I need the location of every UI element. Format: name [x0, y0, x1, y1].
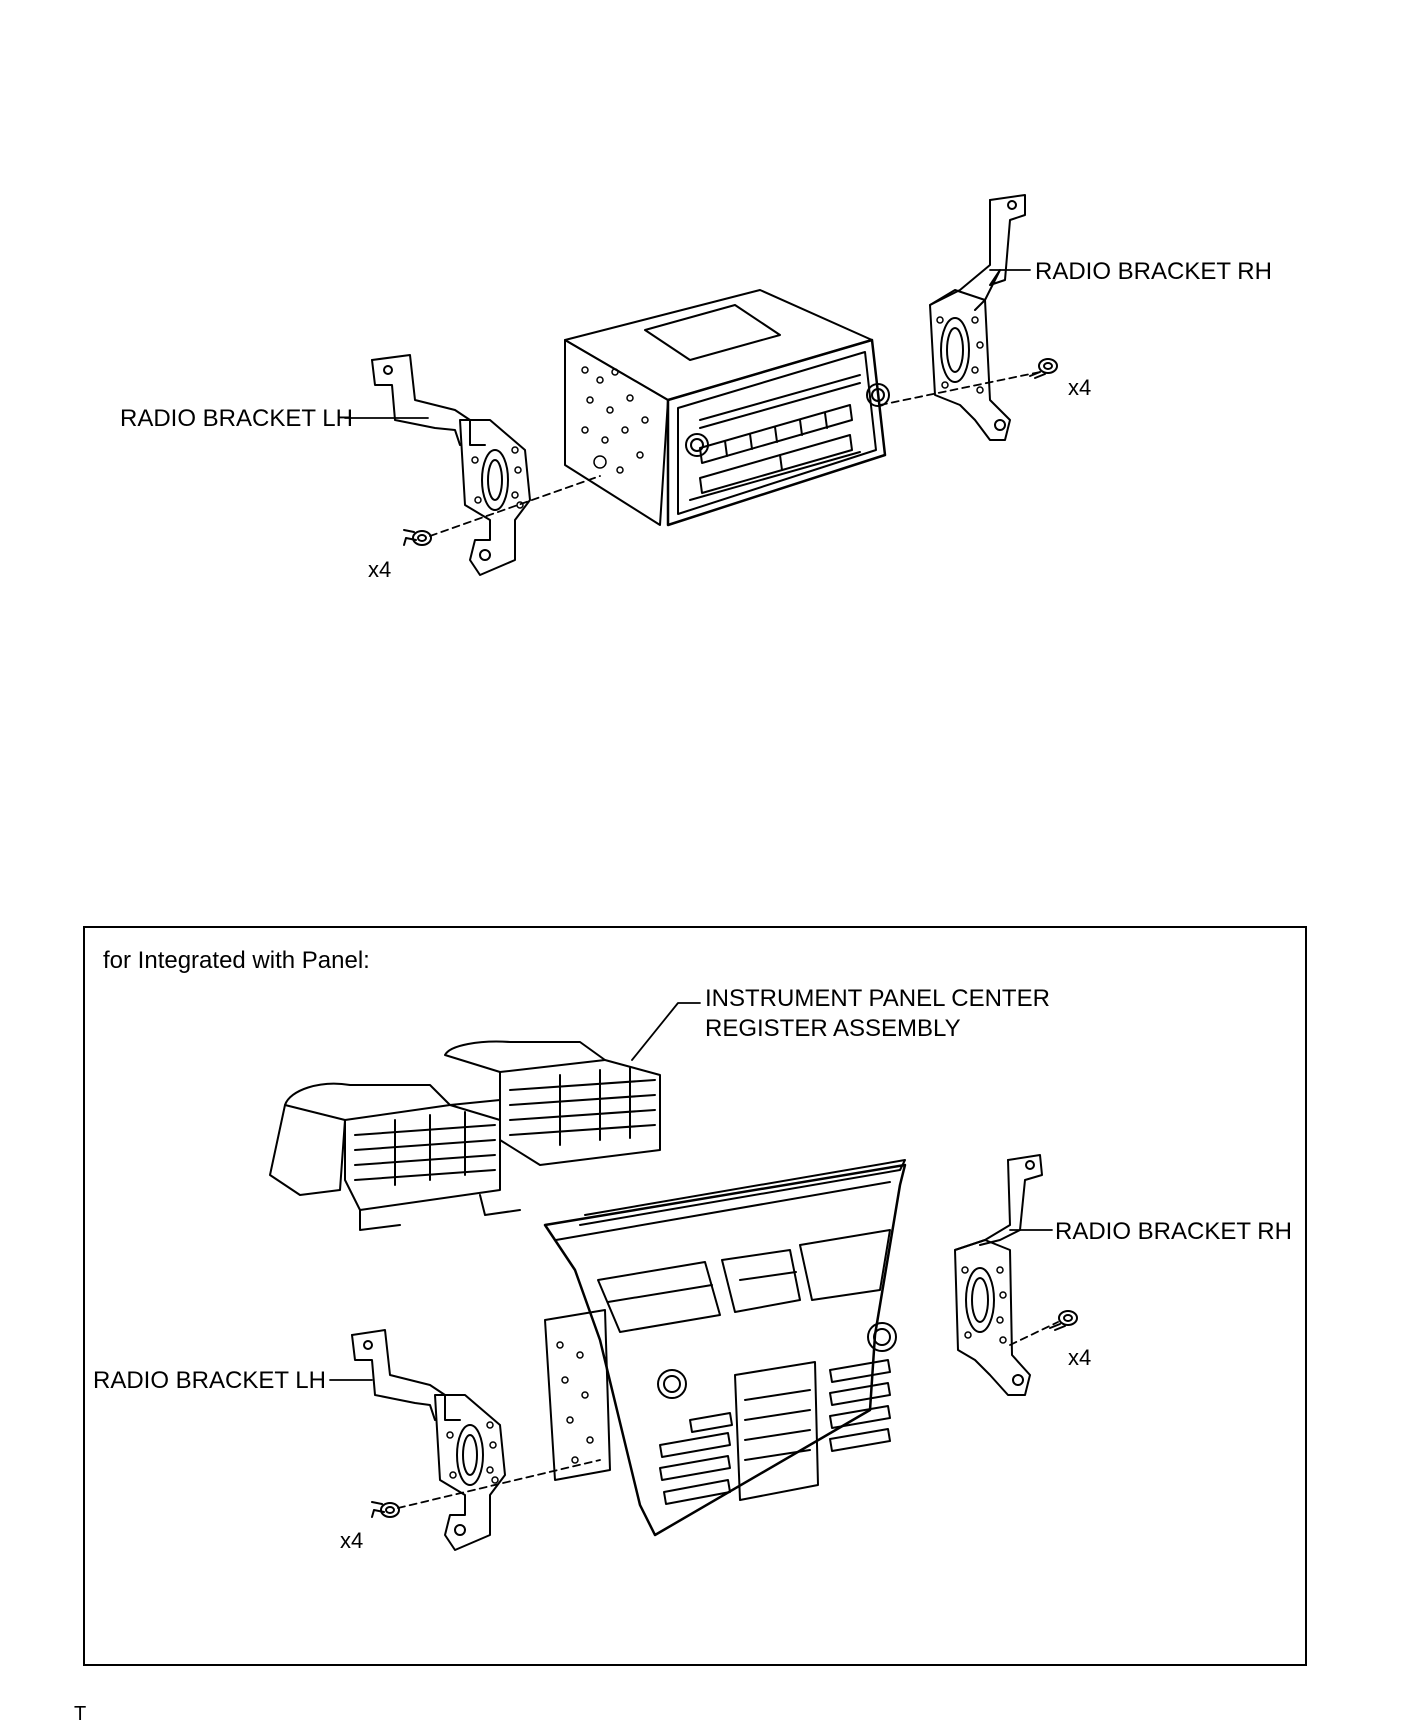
- screw-rh-top: [1029, 358, 1058, 379]
- screw-lh-top: [403, 529, 432, 546]
- leader-lines-panel: [329, 1002, 1053, 1381]
- label-radio-bracket-lh: RADIO BRACKET LH: [120, 405, 353, 432]
- leader-lines-top: [344, 269, 1031, 419]
- integrated-face-panel: [543, 1159, 907, 1537]
- integrated-panel-frame: [83, 926, 1307, 1666]
- screw-rh-panel: [1049, 1310, 1078, 1331]
- panel-radio-bracket-lh: [351, 1329, 506, 1551]
- label-register-line1: INSTRUMENT PANEL CENTER: [705, 985, 1050, 1012]
- center-register-assembly: [269, 1040, 661, 1231]
- panel-label-radio-bracket-rh: RADIO BRACKET RH: [1055, 1218, 1292, 1245]
- panel-label-radio-bracket-lh: RADIO BRACKET LH: [93, 1367, 326, 1394]
- panel-radio-bracket-rh: [954, 1154, 1043, 1396]
- label-qty-rh: x4: [1068, 375, 1092, 400]
- assembly-lines-top: [429, 371, 1041, 537]
- radio-unit: [564, 289, 890, 527]
- panel-heading: for Integrated with Panel:: [103, 947, 370, 974]
- label-qty-lh: x4: [368, 557, 392, 582]
- footer-mark: T: [74, 1703, 87, 1725]
- radio-bracket-rh: [929, 194, 1026, 441]
- panel-label-qty-rh: x4: [1068, 1345, 1092, 1370]
- radio-bracket-lh: [371, 354, 531, 576]
- label-radio-bracket-rh: RADIO BRACKET RH: [1035, 258, 1272, 285]
- screw-lh-panel: [371, 1501, 400, 1518]
- assembly-lines-panel: [397, 1321, 1059, 1509]
- label-register-line2: REGISTER ASSEMBLY: [705, 1015, 961, 1042]
- panel-label-qty-lh: x4: [340, 1528, 364, 1553]
